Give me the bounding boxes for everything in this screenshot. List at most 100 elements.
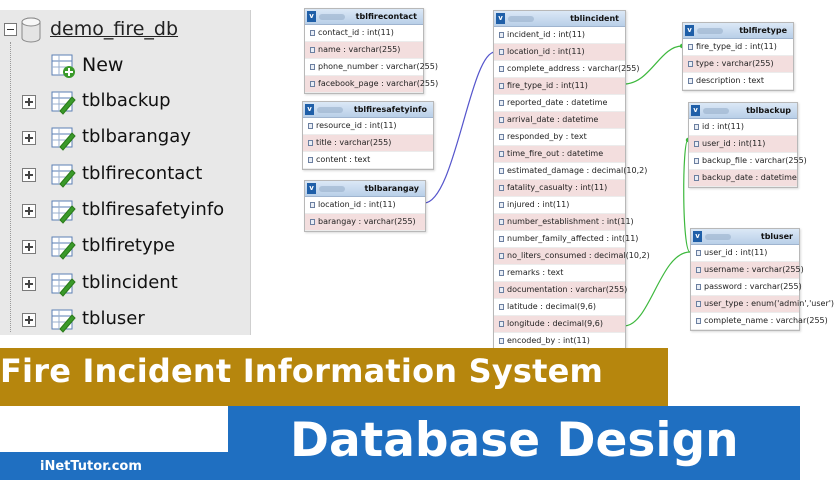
er-column[interactable]: injured : int(11) [494,197,625,214]
column-icon [694,141,699,147]
er-column[interactable]: fatality_casualty : int(11) [494,180,625,197]
collapse-table-icon[interactable]: v [496,13,505,24]
er-column[interactable]: content : text [303,152,433,169]
expand-icon[interactable] [22,276,36,291]
tree-table-label[interactable]: tblfiretype [82,235,176,257]
er-column[interactable]: reported_date : datetime [494,95,625,112]
collapse-table-icon[interactable]: v [307,183,316,194]
er-column[interactable]: password : varchar(255) [691,279,802,296]
table-options-icon[interactable] [319,185,345,192]
tree-table-label[interactable]: tblfiresafetyinfo [82,198,225,220]
tree-table-label[interactable]: tblbackup [82,90,171,111]
er-column[interactable]: location_id : int(11) [305,197,425,214]
table-options-icon[interactable] [317,106,343,113]
er-column[interactable]: username : varchar(255) [691,262,804,279]
table-options-icon[interactable] [697,27,723,34]
er-column[interactable]: fire_type_id : int(11) [494,78,625,95]
er-column[interactable]: barangay : varchar(255) [305,214,425,231]
er-column[interactable]: arrival_date : datetime [494,112,625,129]
collapse-table-icon[interactable]: v [305,104,314,115]
er-column[interactable]: fire_type_id : int(11) [683,39,793,56]
er-column[interactable]: estimated_damage : decimal(10,2) [494,163,647,180]
er-column-label: type : varchar(255) [696,59,774,68]
er-column[interactable]: contact_id : int(11) [305,25,423,42]
expand-icon[interactable] [22,312,36,327]
column-icon [499,100,504,106]
er-column[interactable]: documentation : varchar(255) [494,282,627,299]
tree-table-node[interactable]: tblfirecontact [0,157,250,193]
table-icon [50,307,76,337]
tree-table-node[interactable]: tblbackup [0,84,250,120]
er-column[interactable]: id : int(11) [689,119,797,136]
tree-table-label[interactable]: tblbarangay [82,126,191,148]
er-column[interactable]: user_id : int(11) [691,245,799,262]
er-column-label: contact_id : int(11) [318,28,394,37]
tree-table-label[interactable]: tblfirecontact [82,162,203,184]
tree-table-node[interactable]: tblbarangay [0,120,250,156]
er-column[interactable]: incident_id : int(11) [494,27,625,44]
expand-icon[interactable] [22,167,36,182]
er-column[interactable]: no_liters_consumed : decimal(10,2) [494,248,650,265]
collapse-table-icon[interactable]: v [691,105,700,116]
tree-table-node[interactable]: tblincident [0,266,250,302]
er-column[interactable]: number_establishment : int(11) [494,214,634,231]
table-options-icon[interactable] [319,13,345,20]
er-column[interactable]: description : text [683,73,793,90]
collapse-icon[interactable] [4,23,17,36]
er-column[interactable]: title : varchar(255) [303,135,433,152]
er-column[interactable]: complete_address : varchar(255) [494,61,640,78]
er-column[interactable]: location_id : int(11) [494,44,625,61]
er-column[interactable]: phone_number : varchar(255) [305,59,438,76]
expand-icon[interactable] [22,131,36,146]
new-table-label[interactable]: New [82,54,124,76]
er-column-label: username : varchar(255) [704,265,804,274]
table-options-icon[interactable] [703,107,729,114]
tree-table-node[interactable]: tbluser [0,302,250,338]
collapse-table-icon[interactable]: v [685,25,694,36]
column-icon [694,158,699,164]
er-column[interactable]: resource_id : int(11) [303,118,433,135]
expand-icon[interactable] [22,95,36,109]
er-column[interactable]: responded_by : text [494,129,625,146]
tree-database-node[interactable]: demo_fire_db [0,12,250,48]
collapse-table-icon[interactable]: v [307,11,316,22]
er-column[interactable]: user_id : int(11) [689,136,797,153]
er-column[interactable]: number_family_affected : int(11) [494,231,638,248]
er-column[interactable]: facebook_page : varchar(255) [305,76,438,93]
table-options-icon[interactable] [508,15,534,22]
tree-table-label[interactable]: tblincident [82,271,178,293]
er-column[interactable]: latitude : decimal(9,6) [494,299,625,316]
er-column[interactable]: type : varchar(255) [683,56,793,73]
er-column[interactable]: remarks : text [494,265,625,282]
er-column[interactable]: longitude : decimal(9,6) [494,316,625,333]
tree-table-node[interactable]: tblfiresafetyinfo [0,193,250,229]
tree-table-label[interactable]: tbluser [82,307,145,329]
er-column[interactable]: user_type : enum('admin','user') [691,296,834,313]
expand-icon[interactable] [22,240,36,255]
er-column[interactable]: backup_file : varchar(255) [689,153,807,170]
tree-new-node[interactable]: New [0,48,250,84]
database-name[interactable]: demo_fire_db [50,18,179,40]
tree-table-node[interactable]: tblfiretype [0,229,250,265]
table-options-icon[interactable] [705,233,731,240]
expand-icon[interactable] [22,203,36,218]
er-column[interactable]: time_fire_out : datetime [494,146,625,163]
er-column[interactable]: name : varchar(255) [305,42,423,59]
er-column[interactable]: backup_date : datetime [689,170,797,187]
collapse-table-icon[interactable]: v [693,231,702,242]
er-column[interactable]: complete_name : varchar(255) [691,313,828,330]
